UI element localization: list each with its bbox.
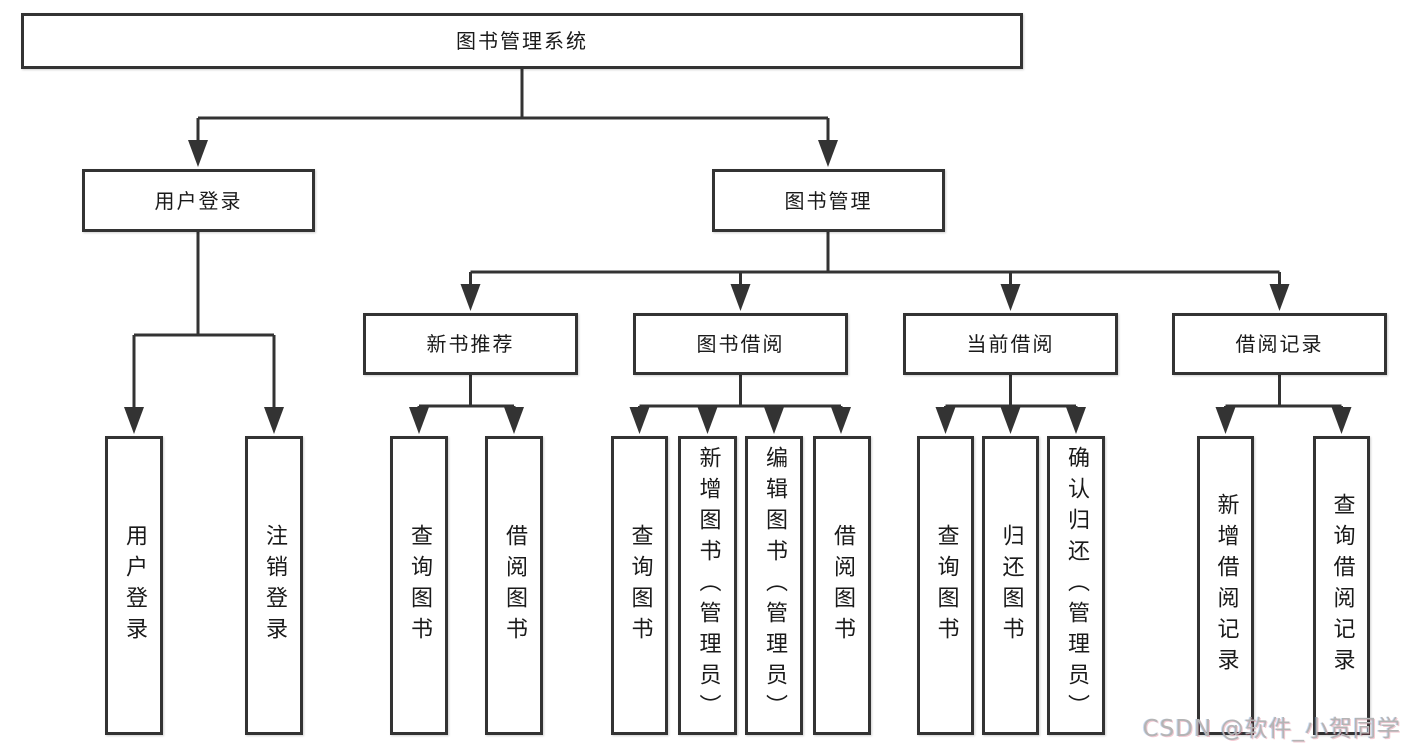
arrowhead: [730, 284, 751, 311]
leaf-user-login: 用户登录: [105, 436, 163, 735]
node-label: 注销登录: [262, 523, 287, 648]
arrowhead: [1000, 407, 1021, 434]
arrowhead: [1066, 407, 1086, 434]
leaf-query-books: 查询图书: [390, 436, 448, 735]
arrowhead: [504, 407, 524, 434]
leaf-borrow-books: 借阅图书: [813, 436, 871, 735]
node-user-login: 用户登录: [82, 169, 315, 232]
node-label: 当前借阅: [966, 332, 1055, 356]
node-borrowing-records: 借阅记录: [1172, 313, 1387, 375]
node-library-management-system: 图书管理系统: [21, 13, 1023, 69]
arrowhead: [1215, 407, 1236, 434]
edge-new-book-to-children: [417, 375, 516, 412]
node-label: 用户登录: [122, 523, 147, 648]
leaf-confirm-return-admin: 确认归还（管理员）: [1047, 436, 1105, 735]
node-label: 图书管理系统: [456, 29, 588, 53]
node-label: 归还图书: [998, 523, 1024, 648]
leaf-edit-book-admin: 编辑图书（管理员）: [745, 436, 803, 735]
arrowhead: [188, 140, 208, 167]
leaf-query-books: 查询图书: [611, 436, 668, 735]
node-current-borrowing: 当前借阅: [903, 313, 1118, 375]
node-new-book-recommendation: 新书推荐: [363, 313, 578, 375]
arrowhead: [460, 284, 481, 311]
edge-book-borrowing-to-children: [638, 375, 843, 412]
node-label: 借阅图书: [830, 523, 855, 648]
edge-root-to-level1: [196, 69, 830, 148]
node-label: 查询借阅记录: [1329, 492, 1355, 679]
leaf-return-book: 归还图书: [982, 436, 1039, 735]
arrowhead: [264, 407, 284, 434]
arrowhead: [935, 407, 956, 434]
node-label: 新增借阅记录: [1213, 492, 1239, 679]
node-label: 查询图书: [933, 523, 959, 648]
arrowhead: [1331, 407, 1352, 434]
leaf-query-books: 查询图书: [917, 436, 974, 735]
edge-borrow-records-to-children: [1224, 375, 1343, 412]
arrowhead: [1000, 284, 1021, 311]
node-label: 查询图书: [407, 523, 432, 648]
edge-user-login-to-children: [132, 232, 276, 412]
arrowhead: [1269, 284, 1290, 311]
node-label: 借阅记录: [1235, 332, 1324, 356]
leaf-add-borrow-record: 新增借阅记录: [1197, 436, 1254, 735]
arrowhead: [764, 407, 784, 434]
arrowhead: [124, 407, 144, 434]
leaf-logout: 注销登录: [245, 436, 303, 735]
node-label: 用户登录: [154, 188, 243, 213]
arrowhead: [818, 140, 838, 167]
node-label: 借阅图书: [502, 523, 527, 648]
arrowhead: [409, 407, 429, 434]
leaf-add-book-admin: 新增图书（管理员）: [678, 436, 737, 735]
node-label: 编辑图书（管理员）: [762, 446, 787, 725]
edge-book-management-to-children: [469, 232, 1281, 290]
arrowhead: [697, 407, 718, 434]
arrowhead: [831, 407, 851, 434]
edge-current-borrowing-to-children: [944, 375, 1078, 412]
node-label: 图书管理: [784, 188, 873, 213]
csdn-watermark: CSDN @软件_小贺同学: [1142, 716, 1401, 742]
leaf-borrow-books: 借阅图书: [485, 436, 543, 735]
node-label: 确认归还（管理员）: [1064, 446, 1089, 725]
node-label: 新书推荐: [426, 332, 515, 356]
node-book-management: 图书管理: [712, 169, 945, 232]
node-label: 查询图书: [627, 523, 653, 648]
node-book-borrowing: 图书借阅: [633, 313, 848, 375]
node-label: 图书借阅: [696, 332, 785, 356]
arrowhead: [629, 407, 650, 434]
leaf-query-borrow-record: 查询借阅记录: [1313, 436, 1370, 735]
node-label: 新增图书（管理员）: [695, 446, 721, 725]
